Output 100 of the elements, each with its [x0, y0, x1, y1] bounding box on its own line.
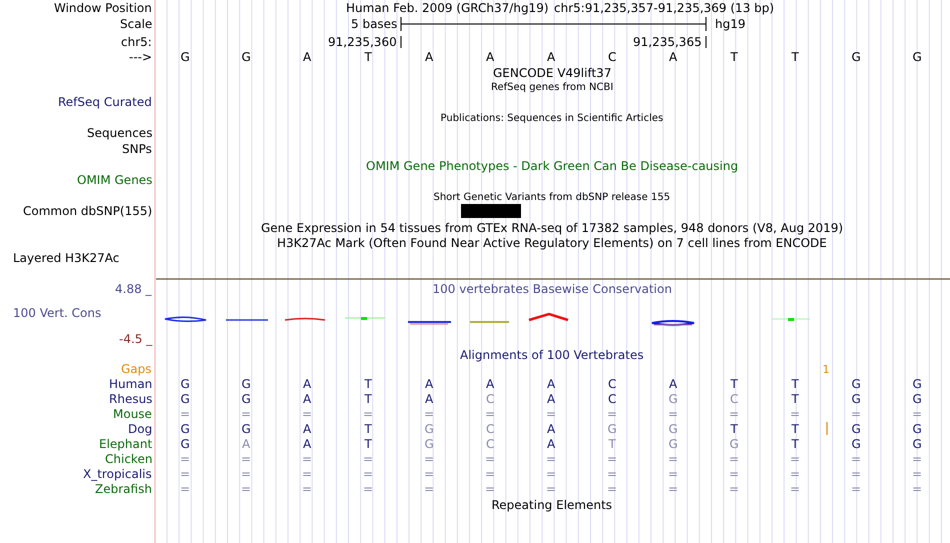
base-letter: A [547, 51, 556, 63]
track-title: GENCODE V49lift37 [493, 67, 612, 79]
base-letter: A [425, 51, 434, 63]
alignment-base: = [729, 468, 740, 480]
alignment-base: = [912, 483, 922, 495]
alignment-base: C [486, 393, 494, 405]
alignment-base: T [792, 393, 799, 405]
alignment-base: = [302, 408, 312, 420]
alignment-base: = [302, 468, 312, 480]
alignment-base: = [790, 468, 800, 480]
species-label: Rhesus [109, 393, 152, 405]
alignment-base: = [851, 453, 862, 465]
alignment-base: = [912, 453, 922, 465]
alignment-base: T [364, 378, 372, 390]
alignment-base: = [485, 408, 496, 420]
alignment-base: T [792, 378, 799, 390]
alignment-base: G [912, 423, 922, 435]
track-label: SNPs [122, 143, 152, 155]
alignment-base: = [424, 408, 434, 420]
alignment-base: = [851, 408, 862, 420]
alignment-base: = [668, 408, 678, 420]
alignment-base: A [303, 438, 312, 450]
alignment-base: = [729, 453, 740, 465]
alignment-base: = [851, 483, 862, 495]
alignment-base: = [180, 483, 190, 495]
track-title: Publications: Sequences in Scientific Articles [440, 114, 664, 124]
alignment-base: G [668, 423, 678, 435]
alignment-base: G [242, 393, 251, 405]
alignment-base: = [790, 483, 800, 495]
base-letter: G [242, 51, 251, 63]
alignment-base: = [546, 468, 556, 480]
base-letter: G [180, 51, 190, 63]
alignment-base: = [912, 468, 922, 480]
alignment-base: = [180, 453, 190, 465]
alignment-base: G [668, 438, 678, 450]
alignment-base: T [364, 438, 372, 450]
alignment-base: = [790, 453, 800, 465]
species-label: Chicken [105, 453, 152, 465]
species-label: Human [109, 378, 152, 390]
base-letter: C [608, 51, 616, 63]
alignment-base: = [851, 468, 862, 480]
alignment-base: G [424, 438, 434, 450]
alignment-base: A [547, 378, 556, 390]
alignment-base: A [669, 378, 678, 390]
axis-value: -4.5 _ [119, 333, 152, 345]
alignment-base: A [547, 393, 556, 405]
species-label: Zebrafish [95, 483, 152, 495]
track-title: OMIM Gene Phenotypes - Dark Green Can Be Disease-causing [366, 160, 738, 172]
alignment-base: = [607, 483, 618, 495]
alignment-base: G [668, 393, 678, 405]
alignment-base: = [668, 468, 678, 480]
alignment-base: G [912, 438, 922, 450]
alignment-base: T [792, 438, 799, 450]
alignment-base: = [668, 483, 678, 495]
track-label: Scale [120, 18, 152, 30]
alignment-base: A [242, 438, 250, 450]
alignment-base: = [363, 483, 374, 495]
strand-label: ---> [129, 51, 152, 63]
alignment-base: T [730, 378, 738, 390]
alignment-base: = [424, 453, 434, 465]
alignment-base: C [486, 438, 494, 450]
track-label: chr5: [121, 36, 152, 48]
scale-label: 5 bases [351, 18, 398, 30]
alignment-base: G [852, 393, 861, 405]
alignment-base: G [608, 423, 617, 435]
alignment-base: = [241, 483, 252, 495]
alignment-base: = [485, 468, 496, 480]
alignment-base: = [607, 408, 618, 420]
alignment-base: = [729, 408, 740, 420]
track-label: Window Position [54, 2, 152, 14]
alignment-base: T [608, 438, 616, 450]
track-label: OMIM Genes [77, 174, 152, 186]
alignment-base: = [729, 483, 740, 495]
alignment-base: G [852, 423, 861, 435]
alignment-base: T [730, 423, 738, 435]
species-label: Mouse [113, 408, 152, 420]
alignment-base: = [302, 453, 312, 465]
alignment-base: G [180, 378, 190, 390]
track-label: RefSeq Curated [58, 96, 152, 108]
alignment-base: G [912, 393, 922, 405]
alignment-base: = [363, 468, 374, 480]
alignment-base: A [303, 378, 312, 390]
alignment-base: = [668, 453, 678, 465]
coordinate-label: 91,235,365 [633, 36, 702, 48]
alignment-base: = [485, 483, 496, 495]
alignment-base: A [547, 423, 556, 435]
alignment-base: = [180, 408, 190, 420]
alignment-base: = [241, 453, 252, 465]
assembly-label: Human Feb. 2009 (GRCh37/hg19) [346, 2, 549, 14]
alignment-base: C [730, 393, 738, 405]
alignment-base: = [363, 408, 374, 420]
alignment-base: = [424, 468, 434, 480]
alignment-base: = [424, 483, 434, 495]
axis-value: 4.88 _ [115, 283, 152, 295]
track-title: Alignments of 100 Vertebrates [460, 349, 644, 361]
species-label: Dog [128, 423, 152, 435]
track-label: Layered H3K27Ac [13, 252, 120, 264]
track-title: 100 vertebrates Basewise Conservation [432, 283, 672, 295]
alignment-base: G [180, 393, 190, 405]
species-label: X_tropicalis [83, 468, 152, 480]
